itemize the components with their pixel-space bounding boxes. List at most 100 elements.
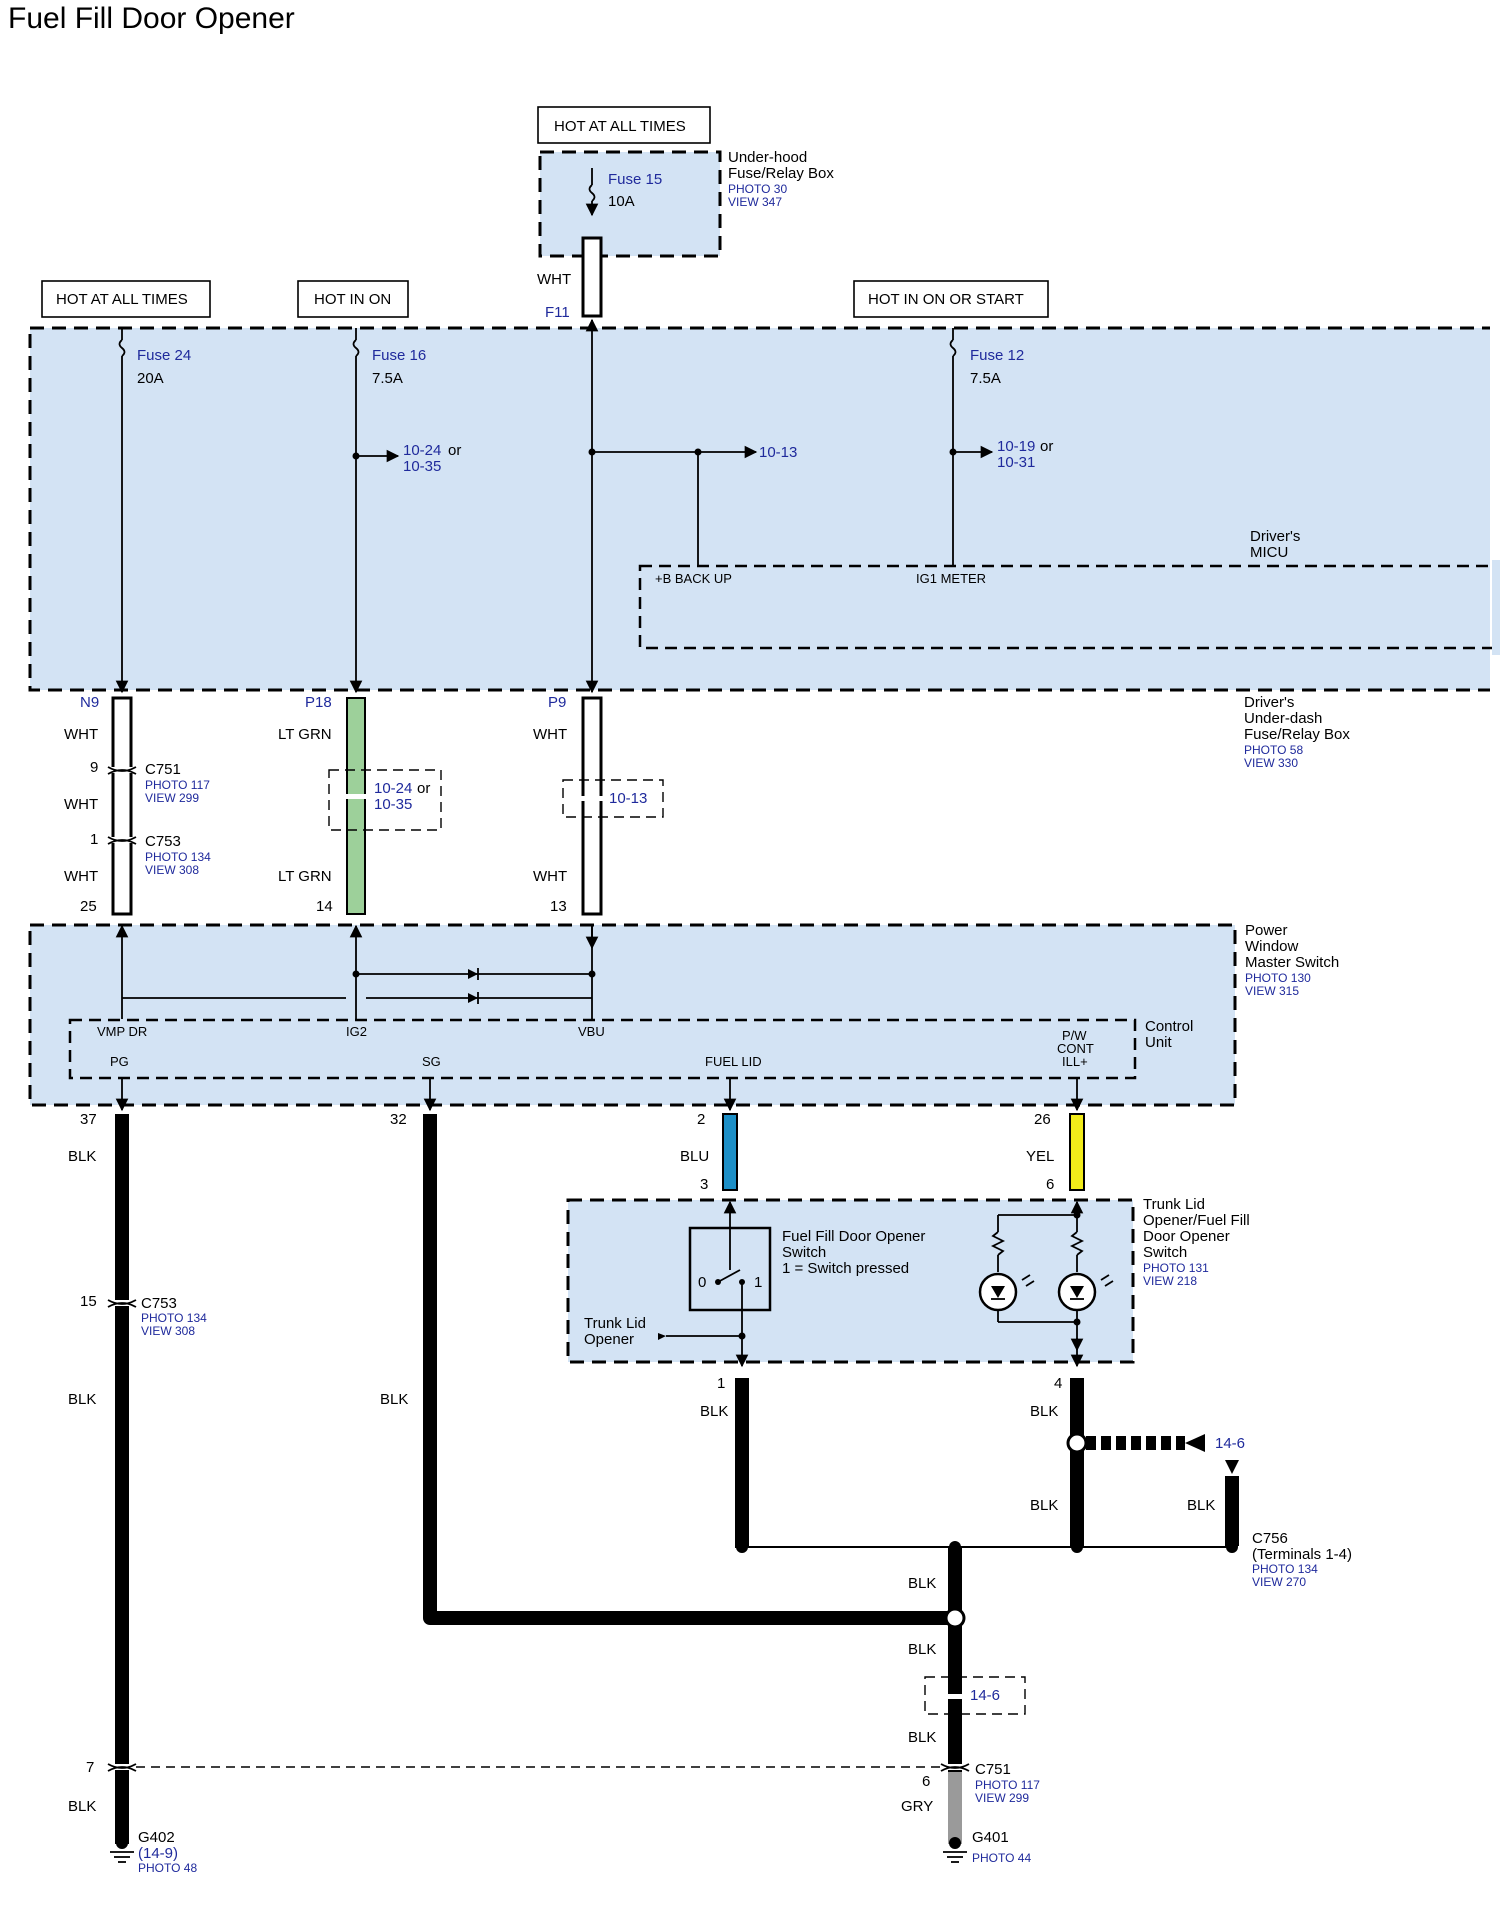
pin-ig2: IG2: [346, 1024, 367, 1039]
fuse-12-name: Fuse 12: [970, 347, 1024, 364]
g402-photo: PHOTO 48: [138, 1861, 197, 1875]
c753-view-upper: VIEW 308: [145, 863, 199, 877]
w3-ref: 10-13: [609, 790, 647, 807]
terminal-p18: P18: [305, 694, 332, 711]
w1-color-a: WHT: [64, 726, 98, 743]
blk-center-a: BLK: [908, 1575, 936, 1592]
w2-pin-14: 14: [316, 898, 333, 915]
w3-color-a: WHT: [533, 726, 567, 743]
control-unit-box: [68, 1018, 1137, 1080]
blk-right: BLK: [1187, 1497, 1215, 1514]
pin-7: 7: [86, 1759, 94, 1776]
c751-view-upper: VIEW 299: [145, 791, 199, 805]
switch-pin-1: 1: [717, 1375, 725, 1392]
c751-photo-lower: PHOTO 117: [975, 1778, 1040, 1792]
blk-pin1: BLK: [700, 1403, 728, 1420]
fuse-15-icon: [585, 168, 599, 217]
blk-pin4: BLK: [1030, 1403, 1058, 1420]
c756-view: VIEW 270: [1252, 1575, 1306, 1589]
hot-on-start-label: HOT IN ON OR START: [868, 291, 1024, 308]
switch-pos-0: 0: [698, 1274, 706, 1291]
c751-name-lower: C751: [975, 1761, 1011, 1778]
pin-37: 37: [80, 1111, 97, 1128]
wire-ltgrn-p18: [346, 697, 366, 915]
pin-ig1-meter: IG1 METER: [916, 571, 986, 586]
w2-color-a: LT GRN: [278, 726, 332, 743]
trunk-opener-2: Opener: [584, 1331, 634, 1348]
ref-fuse12-a: 10-19: [997, 438, 1035, 455]
switch-pin-4: 4: [1054, 1375, 1062, 1392]
ref-14-6-b: 14-6: [970, 1687, 1000, 1704]
wire-yel: [1069, 1113, 1085, 1191]
fuse-15-name: Fuse 15: [608, 171, 662, 188]
micu-name-2: MICU: [1250, 544, 1288, 561]
wire-blu: [722, 1113, 738, 1191]
fuel-switch-1: Fuel Fill Door Opener: [782, 1228, 925, 1245]
blk-37: BLK: [68, 1148, 96, 1165]
pin-vmp-dr: VMP DR: [97, 1024, 147, 1039]
switch-pos-1: 1: [754, 1274, 762, 1291]
control-unit-2: Unit: [1145, 1034, 1173, 1051]
hot-in-on: [297, 280, 409, 318]
terminal-p9: P9: [548, 694, 566, 711]
c756-name: C756: [1252, 1530, 1288, 1547]
underdash-view: VIEW 330: [1244, 756, 1298, 770]
switch-name-4: Switch: [1143, 1244, 1187, 1261]
terminal-n9: N9: [80, 694, 99, 711]
pin-3: 3: [700, 1176, 708, 1193]
w1-pin-25: 25: [80, 898, 97, 915]
pin-sg: SG: [422, 1054, 441, 1069]
c753-name-upper: C753: [145, 833, 181, 850]
fuse-12-icon: [949, 328, 957, 357]
blk-mid-sg: BLK: [380, 1391, 408, 1408]
underdash-fuse-box: [28, 326, 1500, 692]
c751-view-lower: VIEW 299: [975, 1791, 1029, 1805]
hot-at-all-times-top: [537, 106, 711, 144]
wire-blk-pin1: [735, 1378, 749, 1548]
pin-pw-1: P/W: [1062, 1028, 1087, 1043]
pwms-name-1: Power: [1245, 922, 1288, 939]
g401-name: G401: [972, 1829, 1009, 1846]
wire-gry: [948, 1772, 962, 1844]
fuel-switch-2: Switch: [782, 1244, 826, 1261]
ltgrn-ref-box: [328, 769, 442, 831]
c756-photo: PHOTO 134: [1252, 1562, 1318, 1576]
ref-b-backup: 10-13: [759, 444, 797, 461]
c751-name-upper: C751: [145, 761, 181, 778]
pin-2: 2: [697, 1111, 705, 1128]
wire-blu-label: BLU: [680, 1148, 709, 1165]
w3-color-b: WHT: [533, 868, 567, 885]
micu-box: [638, 564, 1500, 650]
pin-pg: PG: [110, 1054, 129, 1069]
wire-wht-n9: [111, 696, 133, 916]
w1-pin-1: 1: [90, 831, 98, 848]
blk-center-b: BLK: [908, 1641, 936, 1658]
micu-name-1: Driver's: [1250, 528, 1300, 545]
wire-blk-pg: [115, 1114, 129, 1844]
hot-on-label: HOT IN ON: [314, 291, 391, 308]
wire-blk-sg: [423, 1114, 955, 1625]
underhood-name-1: Under-hood: [728, 149, 807, 166]
fuse-16-icon: [352, 328, 360, 357]
switch-name-2: Opener/Fuel Fill: [1143, 1212, 1250, 1229]
fuel-switch-3: 1 = Switch pressed: [782, 1260, 909, 1277]
ref-fuse12-b: 10-31: [997, 454, 1035, 471]
blk-lower4: BLK: [1030, 1497, 1058, 1514]
wire-yel-label: YEL: [1026, 1148, 1054, 1165]
pwms-view: VIEW 315: [1245, 984, 1299, 998]
switch-photo: PHOTO 131: [1143, 1261, 1209, 1275]
hot-at-all-times-left: [41, 280, 211, 318]
wire-f11: [581, 236, 603, 318]
pwms-photo: PHOTO 130: [1245, 971, 1311, 985]
pin-26: 26: [1034, 1111, 1051, 1128]
pin-6-top: 6: [1046, 1176, 1054, 1193]
w3-pin-13: 13: [550, 898, 567, 915]
pin-vbu: VBU: [578, 1024, 605, 1039]
c753-photo-upper: PHOTO 134: [145, 850, 211, 864]
trunk-fuel-switch-box: [566, 1198, 1135, 1364]
center-ref-box: [924, 1676, 1026, 1715]
switch-name-3: Door Opener: [1143, 1228, 1230, 1245]
control-unit-1: Control: [1145, 1018, 1193, 1035]
wire-gry-label: GRY: [901, 1798, 933, 1815]
